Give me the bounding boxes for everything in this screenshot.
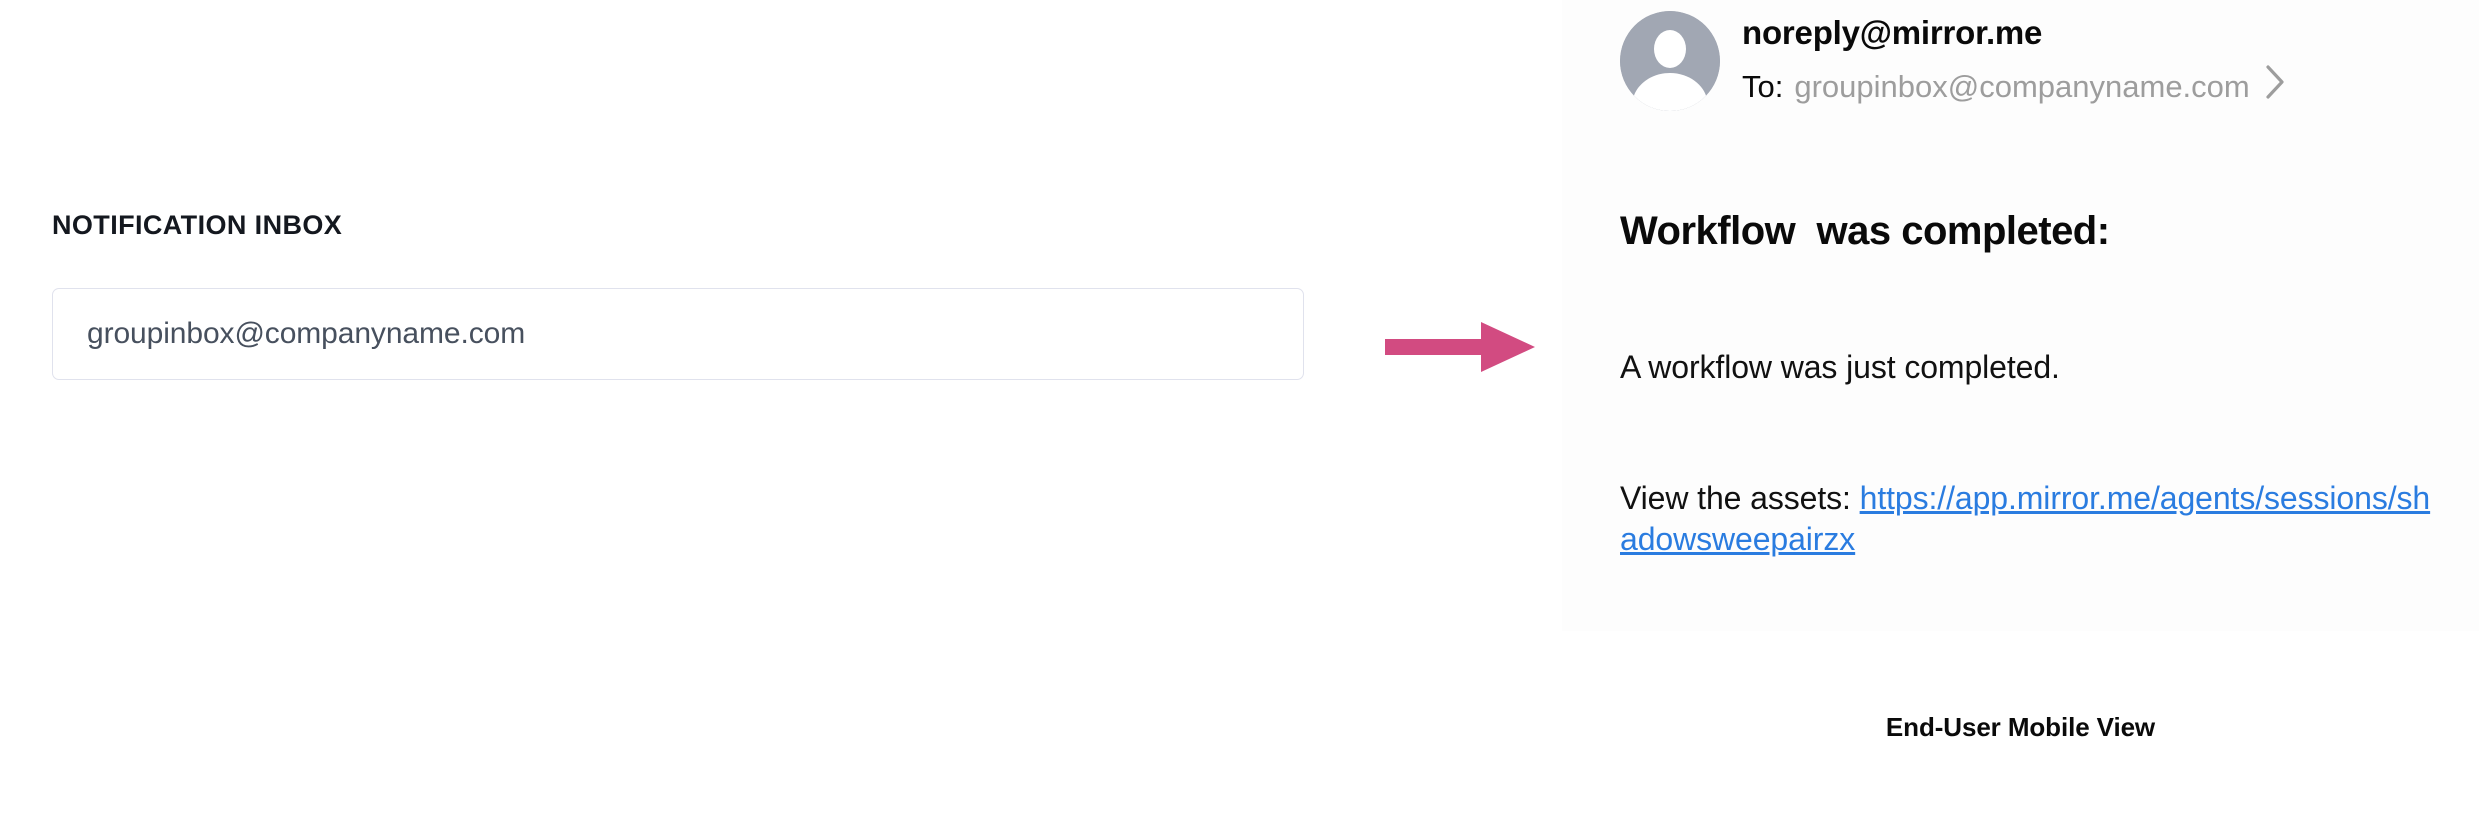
email-body-text: A workflow was just completed.: [1620, 349, 2060, 385]
email-address-block: noreply@mirror.me To: groupinbox@company…: [1742, 14, 2462, 105]
email-subject-heading: Workflow was completed:: [1620, 209, 2110, 253]
chevron-right-icon[interactable]: [2264, 64, 2286, 100]
email-assets-link[interactable]: https://app.mirror.me/agents/sessions/sh…: [1620, 480, 2431, 557]
arrow-right-icon: [1385, 316, 1535, 378]
email-recipient-prefix: To:: [1742, 68, 1784, 104]
email-recipient-address: groupinbox@companyname.com: [1794, 68, 2250, 104]
email-link-label: View the assets:: [1620, 480, 1860, 516]
email-preview-panel: noreply@mirror.me To: groupinbox@company…: [1562, 0, 2479, 631]
email-sender-address: noreply@mirror.me: [1742, 14, 2043, 51]
email-link-paragraph: View the assets: https://app.mirror.me/a…: [1620, 478, 2440, 560]
view-caption: End-User Mobile View: [1885, 712, 2156, 742]
notification-inbox-input[interactable]: groupinbox@companyname.com: [52, 288, 1304, 380]
notification-inbox-input-value: groupinbox@companyname.com: [87, 317, 526, 350]
settings-panel: NOTIFICATION INBOX groupinbox@companynam…: [52, 210, 1304, 380]
email-recipient-row[interactable]: To: groupinbox@companyname.com: [1742, 61, 2462, 105]
notification-inbox-label: NOTIFICATION INBOX: [52, 210, 343, 240]
user-avatar-icon: [1620, 11, 1720, 111]
email-header: noreply@mirror.me To: groupinbox@company…: [1562, 0, 2479, 128]
